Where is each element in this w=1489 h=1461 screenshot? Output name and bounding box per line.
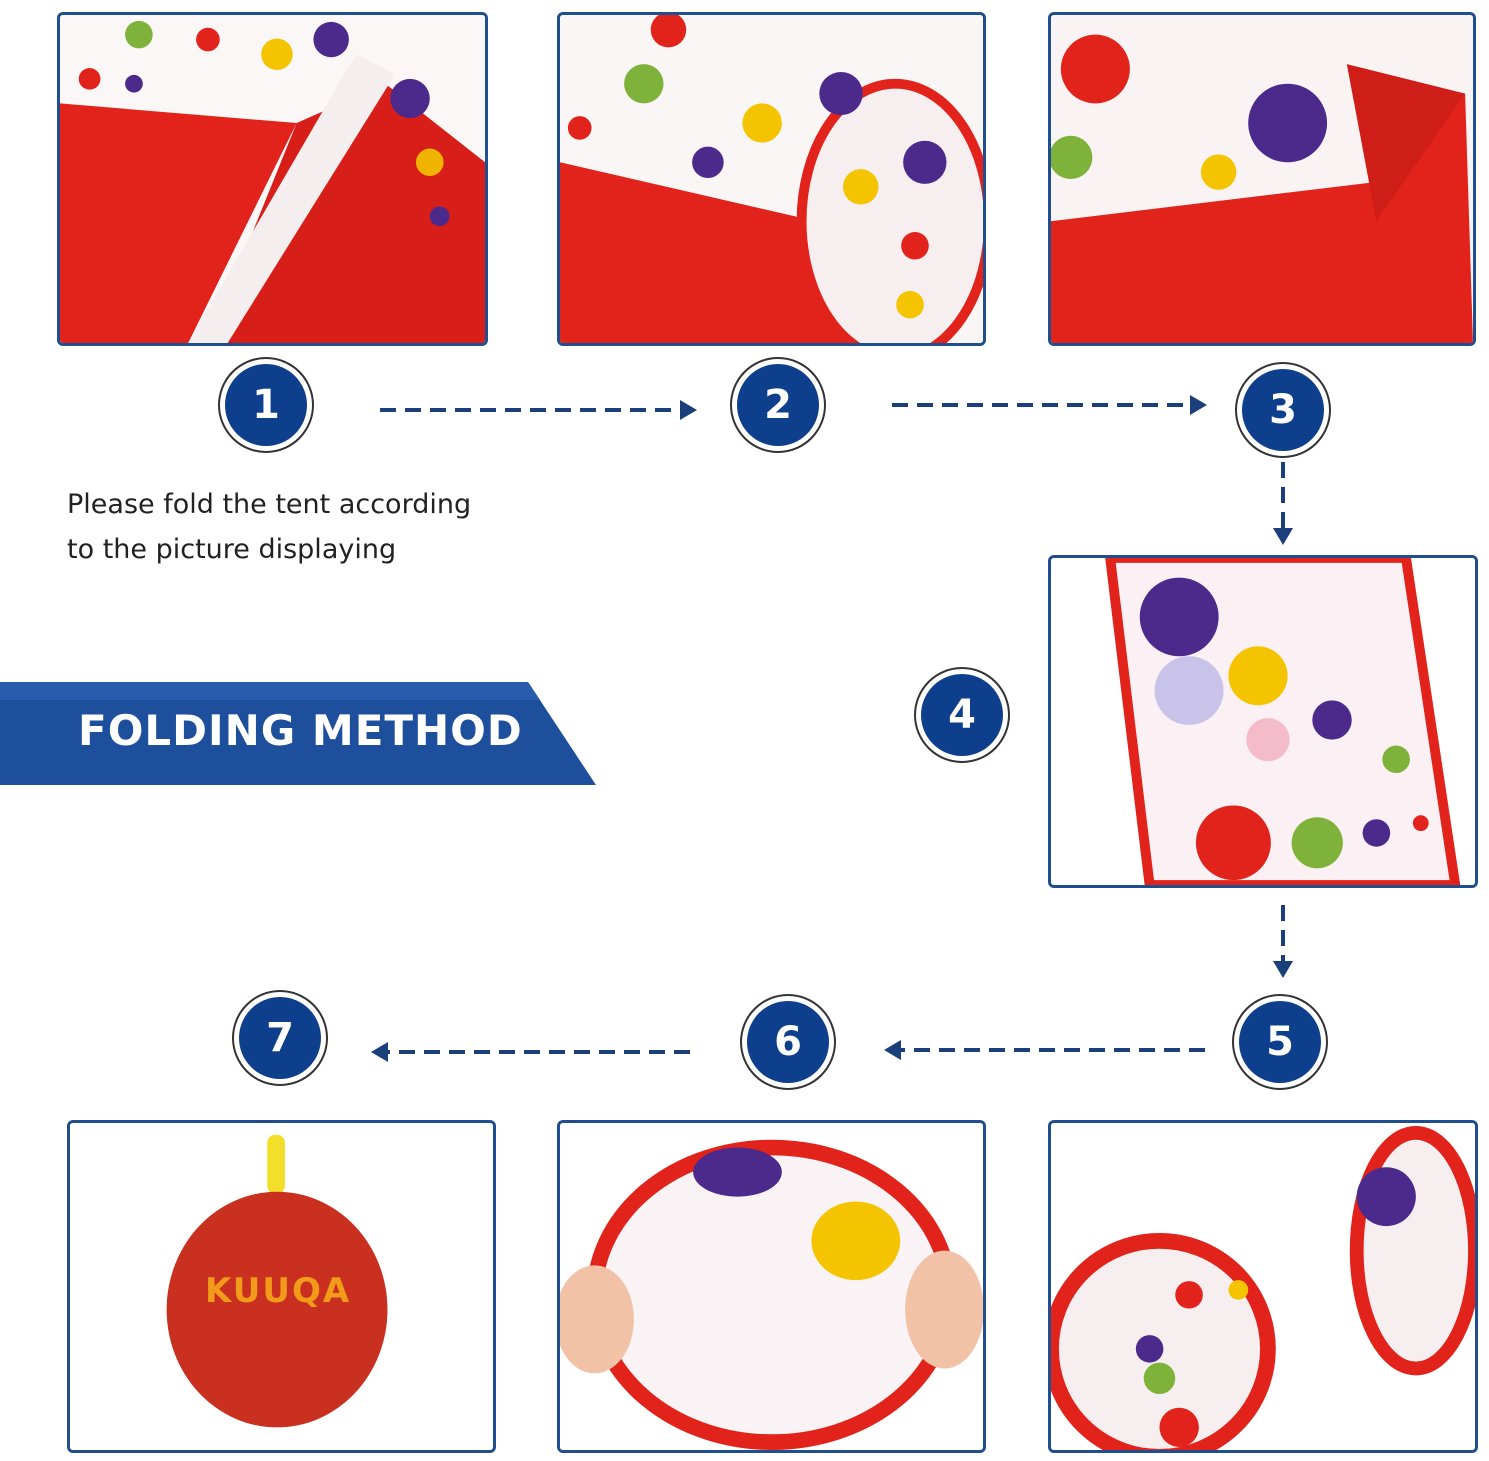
- step-number: 3: [1242, 369, 1324, 451]
- step-5-badge: 5: [1232, 994, 1328, 1090]
- step-6-photo: [557, 1120, 986, 1453]
- page-title: FOLDING METHOD: [78, 706, 523, 755]
- bag-logo: KUUQA: [205, 1271, 352, 1311]
- step-number: 1: [225, 364, 307, 446]
- step-4-badge: 4: [914, 667, 1010, 763]
- instruction-line-2: to the picture displaying: [67, 534, 397, 565]
- step-5-photo: [1048, 1120, 1478, 1453]
- step-number: 2: [737, 364, 819, 446]
- title-banner: [0, 682, 596, 785]
- step-1-photo: [57, 12, 488, 346]
- step-number: 6: [747, 1001, 829, 1083]
- step-6-badge: 6: [740, 994, 836, 1090]
- instruction-text: Please fold the tent according to the pi…: [67, 482, 471, 572]
- step-number: 5: [1239, 1001, 1321, 1083]
- step-7-photo: [67, 1120, 496, 1453]
- step-number: 4: [921, 674, 1003, 756]
- instruction-line-1: Please fold the tent according: [67, 489, 472, 520]
- step-4-photo: [1048, 555, 1478, 888]
- step-1-badge: 1: [218, 357, 314, 453]
- step-number: 7: [239, 997, 321, 1079]
- step-3-photo: [1048, 12, 1476, 346]
- step-2-photo: [557, 12, 986, 346]
- step-2-badge: 2: [730, 357, 826, 453]
- step-3-badge: 3: [1235, 362, 1331, 458]
- step-7-badge: 7: [232, 990, 328, 1086]
